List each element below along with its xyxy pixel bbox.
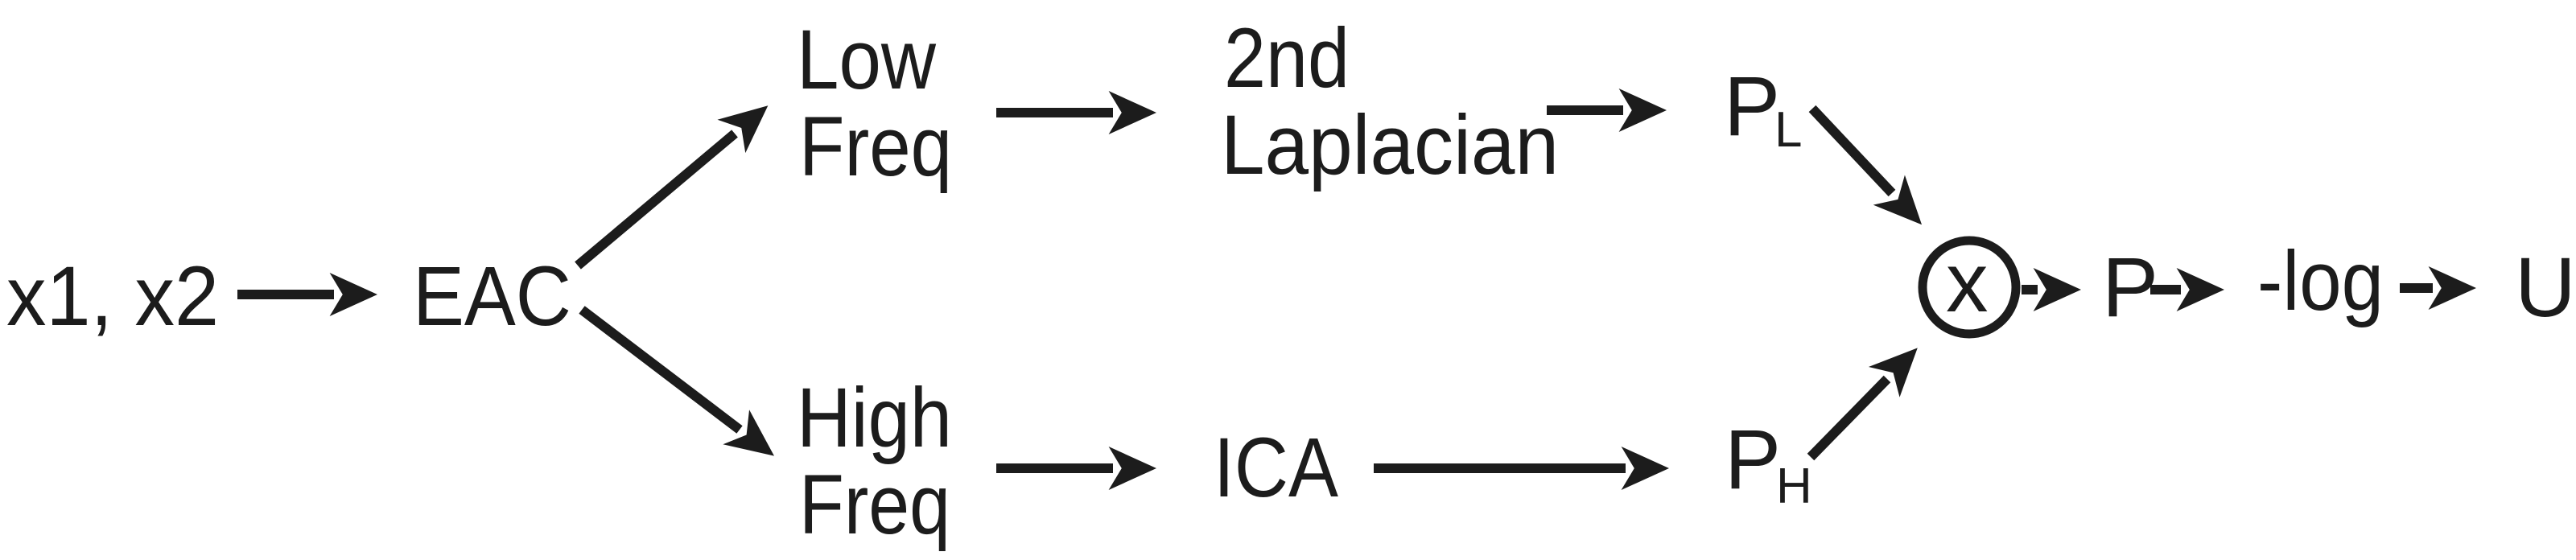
output-label: U [2515,241,2576,335]
multiply-symbol: x [1946,236,1989,330]
p-high-subscript-label: H [1776,459,1812,514]
arrow-pl-to-multiplier [1808,105,1923,225]
laplacian-label-line1: 2nd [1224,11,1350,105]
arrow-eac-to-high-freq [579,306,774,456]
second-laplacian-node: 2nd Laplacian [1221,11,1559,192]
arrow-eac-to-low-freq [575,105,769,270]
low-freq-label-line2: Freq [799,100,952,194]
p-high-base-label: P [1725,413,1781,507]
high-freq-label-line2: Freq [799,458,950,552]
eac-node-label: EAC [413,249,571,344]
laplacian-label-line2: Laplacian [1221,98,1559,192]
p-combined-label: P [2102,241,2158,335]
high-freq-node: High Freq [797,371,952,552]
p-high-node: P H [1725,413,1812,514]
p-low-node: P L [1724,60,1802,158]
arrow-ph-to-multiplier [1807,348,1918,461]
multiply-circle-icon [1918,236,2021,339]
p-low-base-label: P [1724,60,1780,154]
input-signals-label: x1, x2 [6,249,219,344]
multiplier-node: x [1918,236,2021,339]
p-low-subscript-label: L [1774,102,1802,158]
low-freq-label-line1: Low [797,13,937,107]
low-freq-node: Low Freq [797,13,952,194]
ica-node-label: ICA [1214,421,1338,515]
high-freq-label-line1: High [797,371,952,465]
neg-log-label: -log [2257,234,2384,328]
